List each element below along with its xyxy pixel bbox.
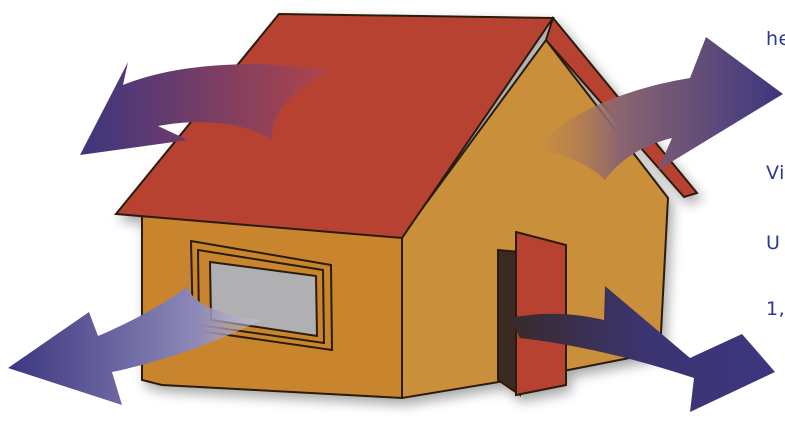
door bbox=[516, 232, 566, 395]
side-text-1: he bbox=[766, 28, 785, 50]
side-text-2: Vi bbox=[766, 162, 785, 184]
side-text-4: 1, bbox=[766, 298, 785, 320]
side-text-3: U bbox=[766, 232, 780, 254]
